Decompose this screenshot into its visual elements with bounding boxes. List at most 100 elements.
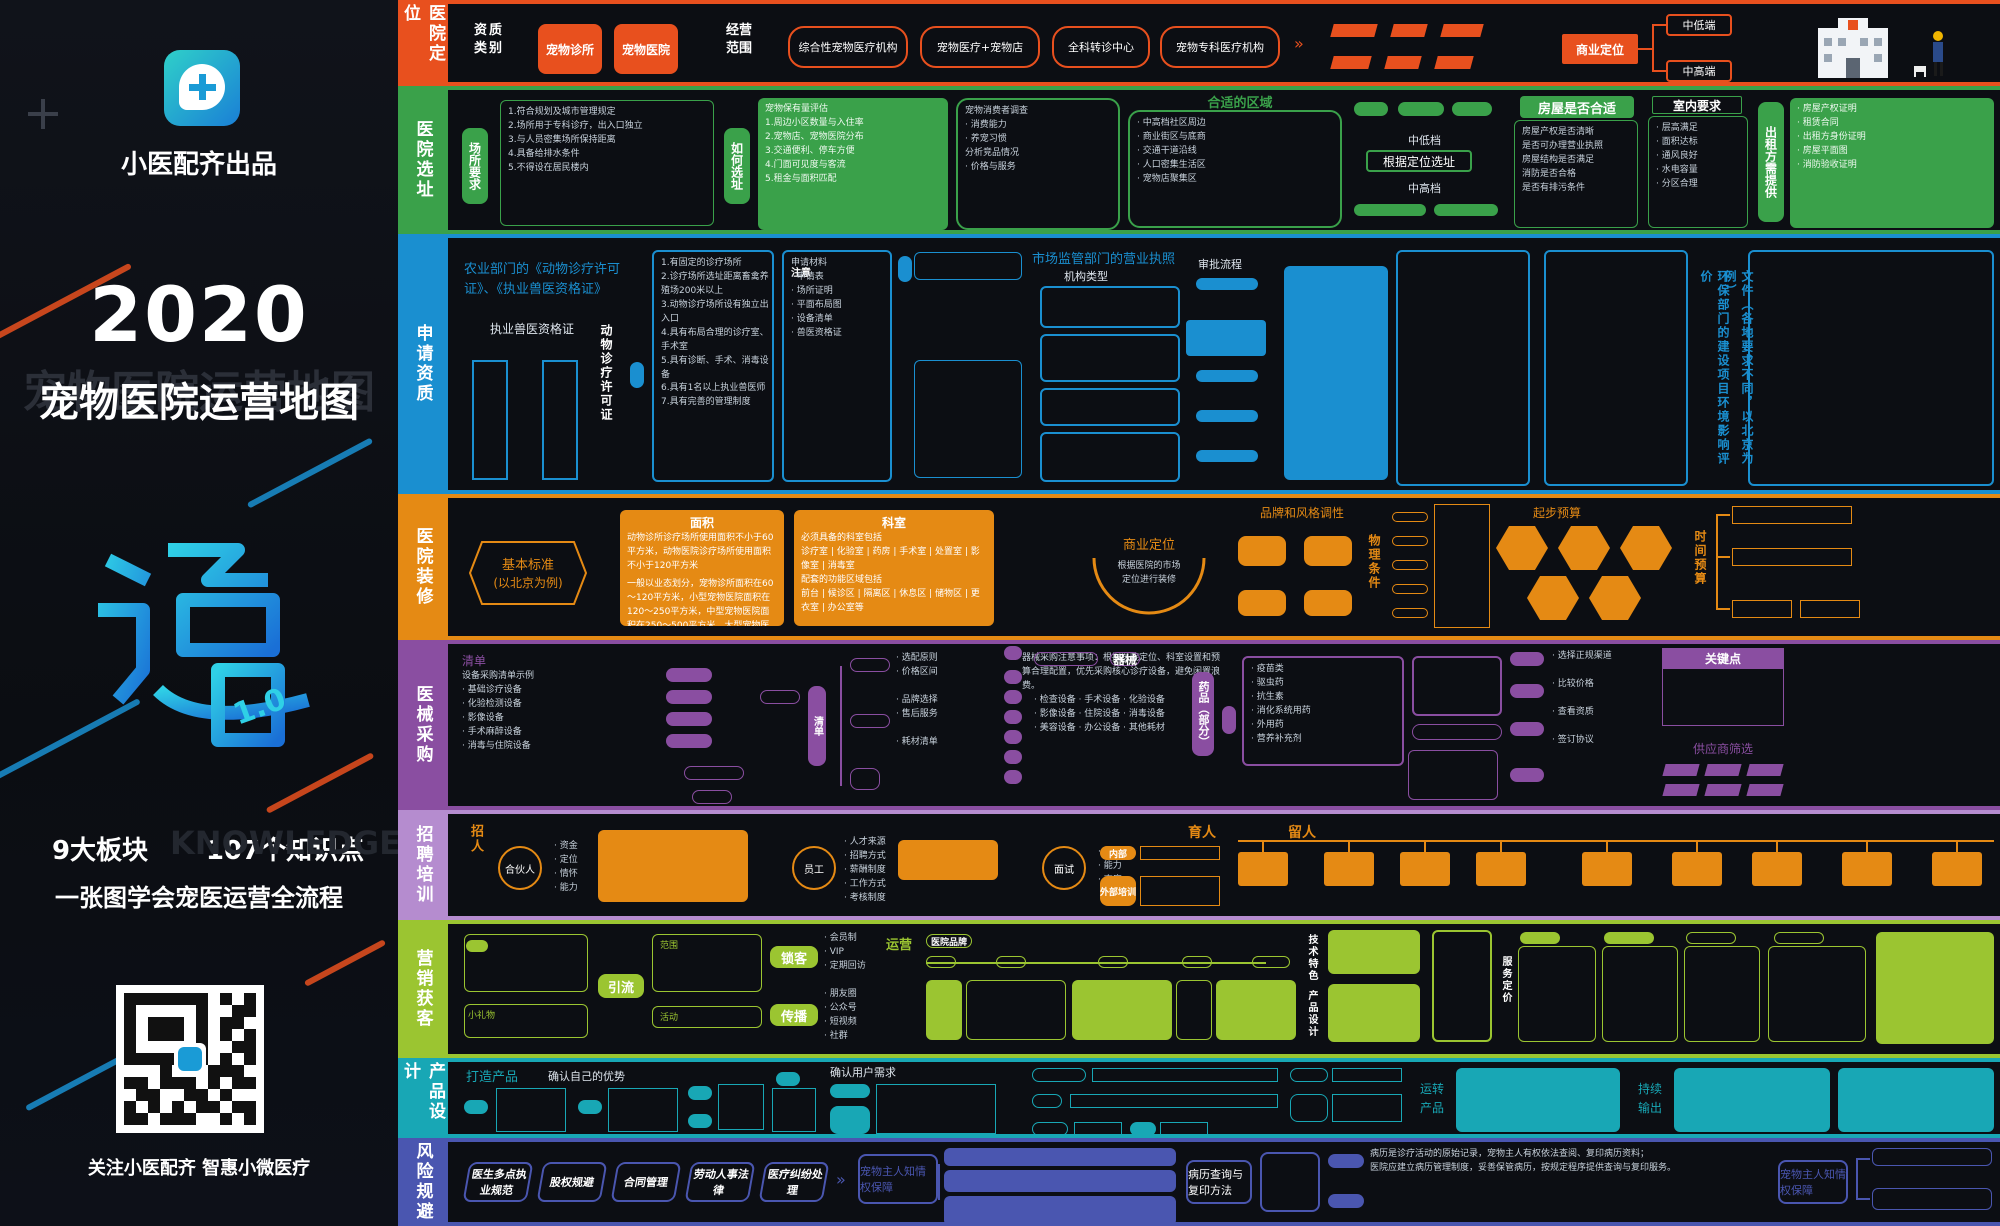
row-marketing: 营销获客 小礼物 引流 范围 活动 锁客 · 会员制· VIP· 定期回访 传播… [398, 920, 2000, 1058]
needs-detail [1332, 1068, 1402, 1082]
keep-label: 留人 [1288, 825, 1316, 841]
tag [1328, 1194, 1364, 1208]
tag [1354, 204, 1426, 216]
row-recruit: 招聘培训 招人 合伙人 · 资金· 定位· 情怀· 能力 员工 · 人才来源· … [398, 810, 2000, 920]
qual-item[interactable]: 宠物诊所 [538, 24, 602, 74]
flow-step [1196, 410, 1258, 422]
staff-node[interactable]: 员工 [792, 846, 836, 890]
draw-label[interactable]: 引流 [598, 974, 644, 998]
org-type: 机构类型 [1064, 270, 1108, 283]
record-node[interactable]: 病历查询与复印方法 [1186, 1160, 1252, 1204]
room-line: 配套的功能区域包括 [801, 575, 883, 586]
scope-item[interactable]: 宠物医疗+宠物店 [920, 26, 1040, 68]
lock-label[interactable]: 锁客 [770, 946, 818, 968]
budget-item [1589, 576, 1641, 620]
flow-step [1196, 278, 1258, 290]
step [1098, 956, 1128, 968]
product-detail [496, 1088, 566, 1132]
style-title: 品牌和风格调性 [1259, 506, 1344, 520]
train-label: 育人 [1188, 825, 1216, 841]
ops-detail [926, 980, 962, 1040]
scope-item[interactable]: 宠物专科医疗机构 [1160, 26, 1280, 68]
area-box: 面积 动物诊所诊疗场所使用面积不小于60平方米，动物医院诊疗场所使用面积不小于1… [620, 510, 784, 626]
risk-item[interactable]: 医疗纠纷处理 [758, 1162, 830, 1202]
tag [1222, 706, 1236, 734]
hire-label: 招人 [468, 824, 483, 854]
mid-low: 中低档 [1408, 134, 1441, 147]
needs-detail [1092, 1068, 1278, 1082]
material-item [1392, 536, 1428, 546]
tag [1412, 724, 1502, 740]
qr-code[interactable] [116, 985, 264, 1133]
doc-title: 文件（各地要求不同，以北京为例） [1723, 270, 1754, 466]
build-label: 打造产品 [466, 1070, 519, 1085]
row-risk: 风险规避 医生多点执业规范 股权规避 合同管理 劳动人事法律 医疗纠纷处理 » … [398, 1138, 2000, 1226]
keep-node [1324, 852, 1374, 886]
keypoint-list [1662, 668, 1784, 726]
row-purchase: 医械采购 清单 设备采购清单示例· 基础诊疗设备· 化验检测设备· 影像设备· … [398, 640, 2000, 810]
vet-cert-box [472, 360, 508, 480]
time-item [1732, 600, 1792, 618]
tag [1434, 204, 1498, 216]
row-label: 风险规避 [398, 1142, 448, 1222]
scope-item[interactable]: 综合性宠物医疗机构 [788, 26, 908, 68]
tag [1004, 670, 1022, 684]
tag [1354, 102, 1388, 116]
tag [1330, 24, 1378, 37]
doc-details [1748, 250, 1994, 486]
keep-node [1582, 852, 1632, 886]
decor-streak [25, 1054, 125, 1112]
style-item [1304, 590, 1352, 616]
coupon-label: 活动 [660, 1013, 679, 1023]
risk-item[interactable]: 劳动人事法律 [684, 1162, 756, 1202]
interview-node[interactable]: 面试 [1042, 846, 1086, 890]
row-label: 医械采购 [398, 644, 448, 806]
price-label: 服务定价 [1500, 956, 1511, 1004]
biz-pos-sub: 定位进行装修 [1121, 575, 1176, 585]
qual-label: 资质类别 [474, 23, 505, 56]
indoor-title: 室内要求 [1652, 96, 1742, 114]
biz-pos-sub: 根据医院的市场 [1117, 561, 1181, 571]
scope-item[interactable]: 全科转诊中心 [1052, 26, 1150, 68]
drug-label: 药品（部分） [1192, 672, 1214, 756]
equip-tag [666, 734, 712, 748]
equip-tag [760, 690, 800, 704]
tag [776, 1072, 800, 1086]
row-product: 产品设计 打造产品 确认自己的优势 确认用户需求 运转产品 持续输出 [398, 1058, 2000, 1138]
material-item [1392, 512, 1428, 522]
risk-item[interactable]: 医生多点执业规范 [462, 1162, 534, 1202]
time-title: 时间预算 [1693, 530, 1707, 586]
equip-tag [850, 714, 890, 728]
operations-logo-icon: 1.0 [98, 543, 310, 747]
ip-node[interactable]: 宠物主人知情权保障 [858, 1154, 938, 1204]
area-line: 动物诊所诊疗场所使用面积不小于60平方米，动物医院诊疗场所使用面积不小于120平… [627, 533, 774, 572]
main-title: 宠物医院运营地图 [39, 380, 359, 426]
needs-detail [1332, 1094, 1402, 1122]
partner-node[interactable]: 合伙人 [498, 846, 542, 890]
needs-detail [1074, 1122, 1122, 1136]
area-title: 合适的区域 [1207, 96, 1273, 111]
site-how-label: 如何选址 [724, 128, 750, 204]
owner-node[interactable]: 宠物主人知情权保障 [1778, 1160, 1848, 1204]
exp-detail [1768, 946, 1866, 1042]
tag [578, 1100, 602, 1114]
risk-item[interactable]: 合同管理 [610, 1162, 682, 1202]
time-item [1732, 506, 1852, 524]
row-positioning: 医院定位 资质类别 宠物诊所 宠物医院 经营范围 综合性宠物医疗机构 宠物医疗+… [398, 0, 2000, 86]
spread-label[interactable]: 传播 [770, 1004, 818, 1026]
tier-high[interactable]: 中高端 [1666, 60, 1732, 82]
supplier-tag [1704, 784, 1742, 796]
budget-item [1527, 576, 1579, 620]
step [1182, 956, 1212, 968]
biz-position[interactable]: 商业定位 [1562, 34, 1638, 64]
permit-label: 动物诊疗许可证 [599, 324, 613, 422]
candidate-box[interactable]: 根据定位选址 [1366, 150, 1472, 172]
tier-low[interactable]: 中低端 [1666, 14, 1732, 36]
external-label: 外部培训 [1100, 876, 1136, 906]
tag [830, 1106, 870, 1134]
risk-item[interactable]: 股权规避 [536, 1162, 608, 1202]
keep-node [1672, 852, 1722, 886]
qual-item[interactable]: 宠物医院 [614, 24, 678, 74]
